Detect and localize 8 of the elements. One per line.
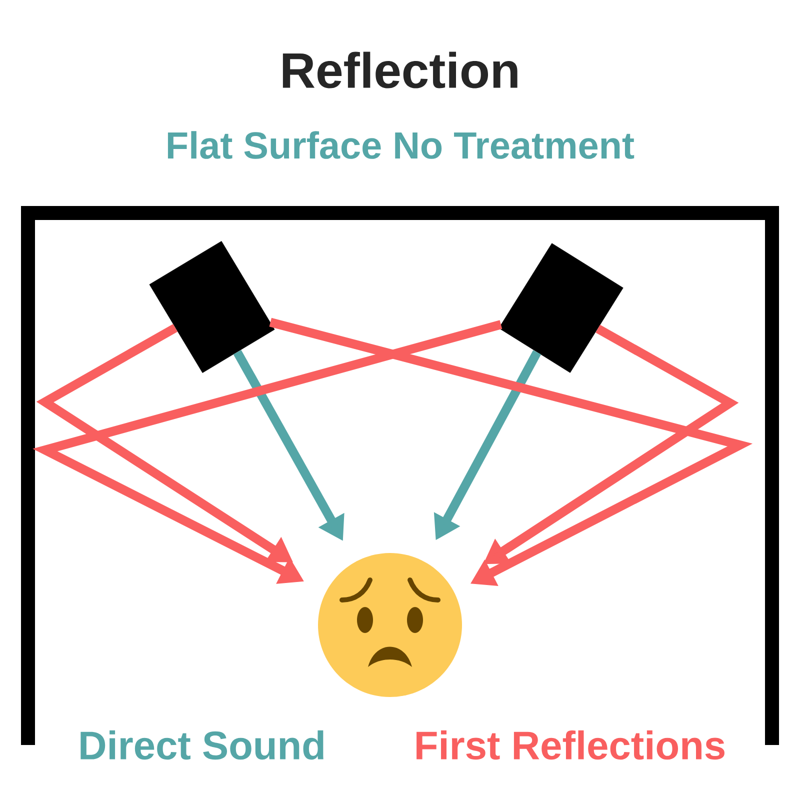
speaker-box: [498, 243, 624, 373]
legend-text: Direct Sound: [80, 730, 324, 760]
reflection-arrow: [269, 318, 753, 586]
worried-face-drawing: [318, 553, 462, 697]
legend-text: First Reflections: [416, 730, 724, 760]
title: Reflection: [282, 52, 518, 88]
subtitle: Flat Surface No Treatment: [168, 131, 634, 159]
speaker-box: [149, 241, 275, 373]
